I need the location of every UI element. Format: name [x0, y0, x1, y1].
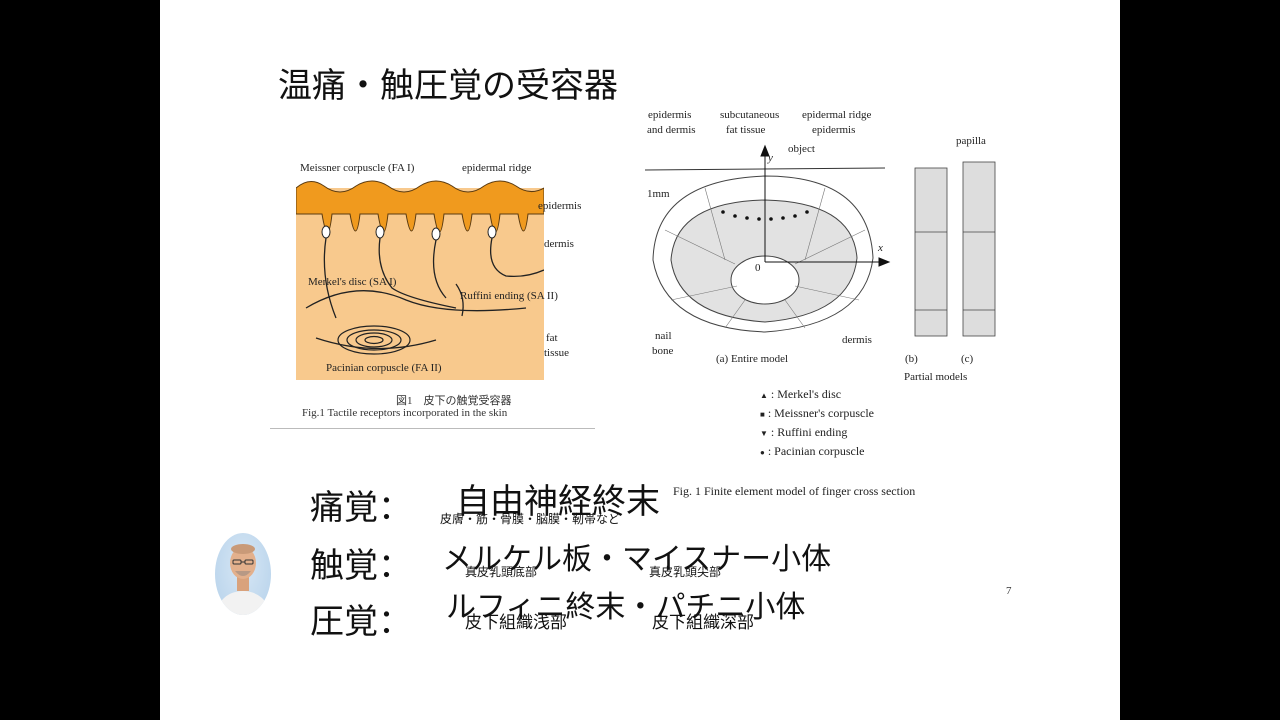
label-bone: bone: [652, 345, 674, 357]
label-dermis-right: dermis: [842, 334, 872, 346]
dermis-region: [296, 188, 544, 380]
label-axis-y: y: [768, 152, 773, 164]
finger-fem-figure: [645, 144, 996, 337]
meissner-corpuscles: [321, 225, 497, 241]
label-and-dermis: and dermis: [647, 124, 696, 136]
label-merkel: Merkel's disc (SA I): [308, 276, 397, 288]
pacinian-symbol: ●: [760, 448, 765, 457]
label-origin: 0: [755, 262, 761, 274]
nerve-fibers: [305, 237, 544, 350]
label-epidermis-and: epidermis: [648, 109, 692, 121]
partial-models: [914, 161, 996, 337]
legend-item: ■ : Meissner's corpuscle: [760, 406, 874, 420]
merkel-symbol: ▲: [760, 391, 768, 400]
note-pressure-1: 皮下組織浅部: [465, 613, 567, 633]
label-dermis: dermis: [544, 238, 574, 250]
label-nail: nail: [655, 330, 672, 342]
slide-title: 温痛・触圧覚の受容器: [278, 66, 618, 106]
slide: 温痛・触圧覚の受容器 Meissner corpuscle (FA I) epi…: [160, 0, 1120, 720]
heading-touch: 触覚：: [310, 546, 412, 586]
skin-receptor-figure: [296, 180, 544, 380]
legend: ▲ : Merkel's disc ■ : Meissner's corpusc…: [760, 387, 874, 463]
pacinian-corpuscle: [337, 325, 411, 355]
right-caption: Fig. 1 Finite element model of finger cr…: [673, 484, 916, 498]
label-b: (b): [905, 353, 918, 365]
axes: [760, 144, 891, 267]
legend-item: ▼ : Ruffini ending: [760, 425, 848, 439]
label-fat: fat: [546, 332, 558, 344]
label-object: object: [788, 143, 815, 155]
label-axis-x: x: [878, 242, 883, 254]
note-touch-1: 真皮乳頭底部: [465, 565, 538, 579]
meissner-symbol: ■: [760, 410, 765, 419]
note-pain: 皮膚・筋・骨膜・脳膜・靭帯など: [440, 512, 621, 526]
legend-item: ● : Pacinian corpuscle: [760, 444, 865, 458]
label-pacinian: Pacinian corpuscle (FA II): [326, 362, 442, 374]
heading-pain: 痛覚：: [310, 488, 412, 528]
text-pressure: ルフィニ終末・パチニ小体: [446, 590, 806, 625]
label-epidermal-ridge: epidermal ridge: [462, 162, 532, 174]
bone-contour: [730, 255, 800, 305]
label-ruffini: Ruffini ending (SA II): [460, 290, 558, 302]
note-pressure-2: 皮下組織深部: [652, 613, 754, 633]
label-subcutaneous: subcutaneous: [720, 109, 780, 121]
divider-line: [270, 428, 595, 429]
label-c: (c): [961, 353, 974, 365]
left-caption-jp: 図1 皮下の触覚受容器: [396, 395, 512, 407]
label-papilla: papilla: [956, 135, 986, 147]
label-fat-tissue: fat tissue: [726, 124, 766, 136]
presenter-avatar: [215, 533, 271, 615]
label-entire-model: (a) Entire model: [716, 353, 789, 365]
label-partial-models: Partial models: [904, 371, 968, 383]
label-epidermis: epidermis: [538, 200, 582, 212]
legend-item: ▲ : Merkel's disc: [760, 387, 842, 401]
text-touch: メルケル板・マイスナー小体: [442, 542, 832, 577]
left-caption-en: Fig.1 Tactile receptors incorporated in …: [302, 407, 508, 419]
label-meissner: Meissner corpuscle (FA I): [300, 162, 415, 174]
note-touch-2: 真皮乳頭尖部: [649, 565, 722, 579]
receptor-dots: [721, 210, 809, 221]
text-pain: 自由神経終末: [456, 482, 660, 522]
heading-pressure: 圧覚：: [310, 602, 412, 642]
label-tissue: tissue: [544, 347, 570, 359]
label-epidermis-right: epidermis: [812, 124, 856, 136]
ruffini-symbol: ▼: [760, 429, 768, 438]
label-scale: 1mm: [647, 188, 670, 200]
label-epidermal-ridge-right: epidermal ridge: [802, 109, 872, 121]
page-number: 7: [1006, 585, 1012, 597]
